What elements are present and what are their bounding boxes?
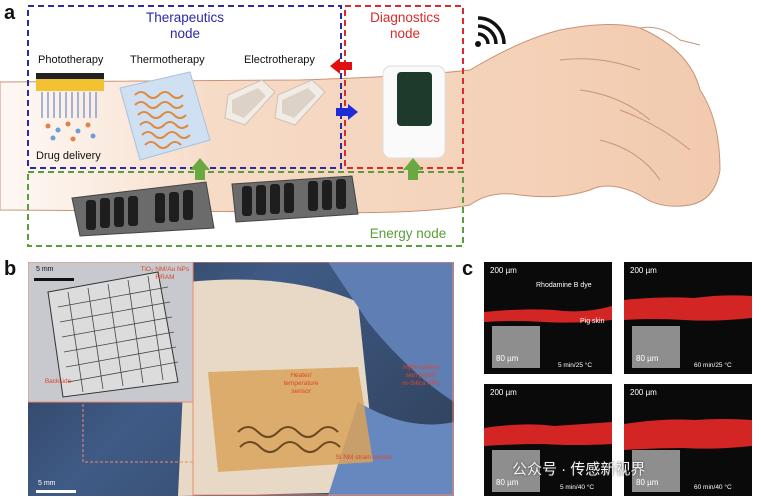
panel-b-photo xyxy=(28,262,454,496)
panel-c-grid: 200 µm 80 µm 5 min/25 °C Rhodamine B dye… xyxy=(484,262,756,496)
c1-condition: 5 min/25 °C xyxy=(558,362,593,369)
micrograph-4 xyxy=(624,384,752,496)
green-arrow-1 xyxy=(190,158,210,180)
panel-a-illustration xyxy=(0,5,721,247)
energy-battery-strip-1 xyxy=(71,181,215,237)
panel-b-letter: b xyxy=(4,258,17,280)
diagnostics-device xyxy=(382,65,446,159)
electrotherapy-pads xyxy=(224,79,326,126)
label-electrotherapy: Electrotherapy xyxy=(244,54,315,66)
energy-title: Energy node xyxy=(369,226,447,241)
therapeutics-node-box xyxy=(27,5,342,169)
c2-condition: 60 min/25 °C xyxy=(694,362,732,369)
note-backside: Backside xyxy=(44,378,72,385)
c3-scale-inset: 80 µm xyxy=(496,478,519,487)
label-drug-delivery: Drug delivery xyxy=(36,150,101,162)
diagnostics-title: Diagnostics node xyxy=(370,10,440,41)
c4-scale-inset: 80 µm xyxy=(636,478,659,487)
phototherapy-device xyxy=(36,73,104,142)
green-arrow-2 xyxy=(403,158,423,180)
therapeutics-title: Therapeutics node xyxy=(145,10,225,41)
blue-arrow xyxy=(336,104,358,120)
c4-condition: 60 min/40 °C xyxy=(694,484,732,491)
forearm-shape xyxy=(0,23,721,214)
c1-scale-top: 200 µm xyxy=(490,266,517,275)
c3-condition: 5 min/40 °C xyxy=(560,484,595,491)
micrograph-1 xyxy=(484,262,612,374)
micrograph-2 xyxy=(624,262,752,374)
c2-scale-top: 200 µm xyxy=(630,266,657,275)
c1-rhodamine-label: Rhodamine B dye xyxy=(536,282,592,289)
label-thermotherapy: Thermotherapy xyxy=(130,54,205,66)
panel-c-letter: c xyxy=(462,258,474,280)
c2-scale-inset: 80 µm xyxy=(636,354,659,363)
c1-scale-inset: 80 µm xyxy=(496,354,519,363)
panel-a-letter: a xyxy=(4,2,16,24)
watermark: 公众号 · 传感新视界 xyxy=(512,461,646,478)
wireless-signal-icon xyxy=(475,16,506,47)
c3-scale-top: 200 µm xyxy=(490,388,517,397)
thermotherapy-patch xyxy=(119,71,211,161)
energy-battery-strip-2 xyxy=(231,175,359,223)
c4-scale-top: 200 µm xyxy=(630,388,657,397)
red-arrow xyxy=(330,58,352,74)
scale-bottom-b: 5 mm xyxy=(38,480,56,487)
label-phototherapy: Phototherapy xyxy=(38,54,104,66)
note-si-strain: Si NM strain sensor xyxy=(335,454,393,461)
c2-pigskin-label: Pig skin xyxy=(580,318,605,325)
micrograph-3 xyxy=(484,384,612,496)
scale-top-b: 5 mm xyxy=(36,266,54,273)
energy-node-box xyxy=(27,171,464,247)
panel-b-scene xyxy=(28,262,454,496)
